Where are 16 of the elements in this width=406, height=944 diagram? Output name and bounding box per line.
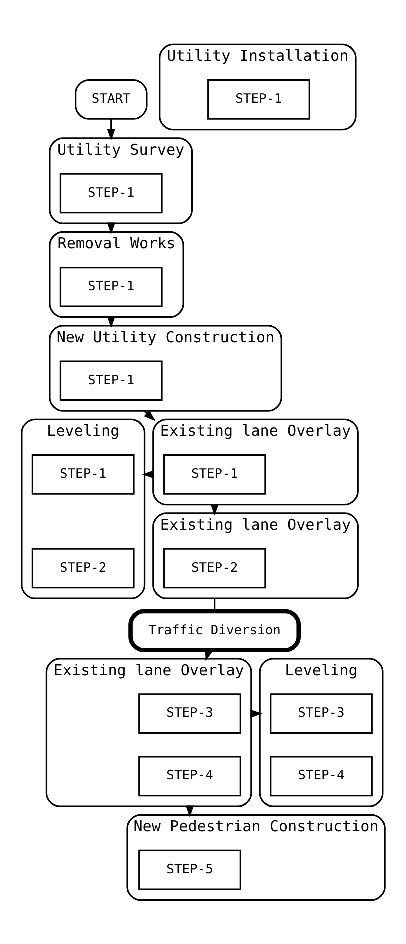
connector	[214, 598, 216, 611]
node-box: STEP-2	[162, 548, 266, 588]
node-box: STEP-1	[162, 454, 266, 494]
arrow	[106, 118, 116, 140]
node-box: STEP-1	[59, 360, 162, 401]
node-box: START	[74, 78, 148, 120]
node-box: STEP-1	[207, 78, 310, 120]
node-box: STEP-1	[59, 172, 162, 214]
node-box: STEP-5	[138, 849, 241, 890]
node-box: STEP-3	[138, 693, 241, 734]
node-box: STEP-3	[270, 693, 372, 734]
node-box: STEP-4	[270, 756, 372, 796]
node-box: STEP-1	[59, 266, 162, 307]
node-box: STEP-2	[31, 548, 134, 588]
node-box: STEP-4	[138, 756, 241, 796]
node-box: STEP-1	[31, 454, 134, 494]
